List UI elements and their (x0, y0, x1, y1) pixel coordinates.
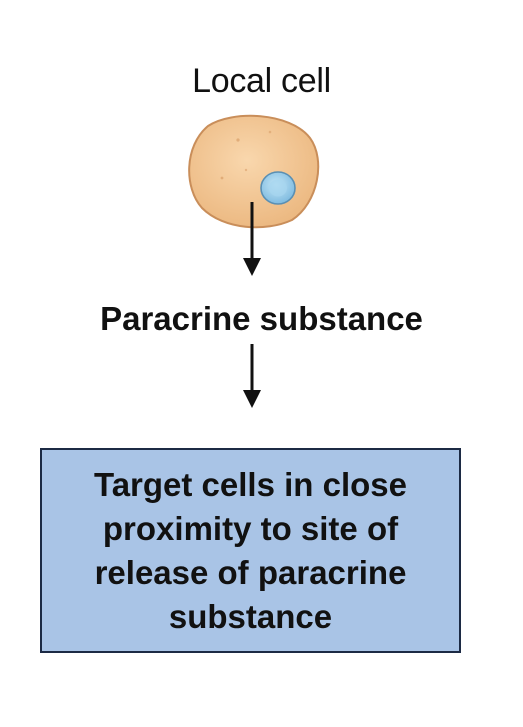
down-arrow-icon (243, 202, 261, 276)
local-cell-icon (188, 114, 320, 229)
down-arrow-icon (243, 344, 261, 408)
target-cells-text: Target cells in close proximity to site … (51, 463, 451, 639)
paracrine-substance-label: Paracrine substance (100, 300, 423, 337)
local-cell-label: Local cell (192, 62, 331, 100)
nucleus-icon (260, 171, 296, 205)
target-cells-box: Target cells in close proximity to site … (40, 448, 461, 653)
target-line-2: proximity to site of (102, 509, 399, 547)
target-line-1: Target cells in close (93, 465, 408, 503)
target-line-3: release of paracrine (94, 553, 407, 591)
target-line-4: substance (168, 597, 333, 635)
